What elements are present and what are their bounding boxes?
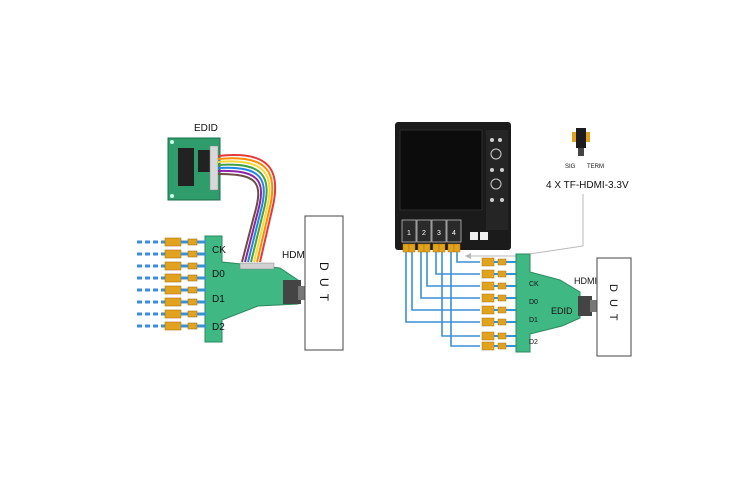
right-channel-label-ck: CK	[529, 281, 539, 288]
probe-link-line	[465, 194, 584, 257]
probe-caption: 4 X TF-HDMI-3.3V	[546, 180, 629, 191]
scope-channel-4: 4	[452, 230, 456, 237]
edid-label: EDID	[194, 123, 218, 134]
probe-link-arrow	[465, 253, 471, 259]
dut-label: D U T	[317, 262, 331, 303]
channel-label-d0: D0	[212, 269, 225, 280]
scope-channel-1: 1	[407, 230, 411, 237]
left-cable-bundle	[137, 237, 206, 331]
hdmi-fixture-board	[204, 235, 308, 343]
edid-board	[167, 137, 221, 201]
dut-box	[304, 215, 344, 351]
right-hdmi-label: HDMI	[574, 276, 597, 286]
probe-term-label: TERM	[587, 164, 604, 170]
tf-hdmi-probe	[572, 128, 590, 156]
right-dut-box	[596, 257, 632, 357]
right-hdmi-fixture-board	[515, 253, 598, 353]
right-setup: 1 2 3 4 SIG TERM 4 X TF-HDMI-3.3V	[395, 122, 632, 357]
right-edid-label: EDID	[551, 306, 573, 316]
right-cable-bundle	[405, 250, 480, 347]
ribbon-cable	[217, 154, 277, 263]
right-fixture-connectors	[481, 257, 517, 351]
scope-channel-3: 3	[437, 230, 441, 237]
right-channel-label-d0: D0	[529, 299, 538, 306]
left-setup: EDID CK D0 D1 D2	[137, 123, 344, 351]
right-channel-label-d1: D1	[529, 317, 538, 324]
channel-label-d1: D1	[212, 294, 225, 305]
hdmi-label: HDMI	[282, 250, 308, 261]
scope-channel-2: 2	[422, 230, 426, 237]
right-dut-label: D U T	[607, 284, 619, 323]
channel-label-ck: CK	[212, 245, 226, 256]
right-scope-connectors	[402, 243, 461, 253]
right-channel-label-d2: D2	[529, 339, 538, 346]
oscilloscope: 1 2 3 4	[395, 122, 511, 250]
probe-sig-label: SIG	[565, 164, 576, 170]
channel-label-d2: D2	[212, 322, 225, 333]
